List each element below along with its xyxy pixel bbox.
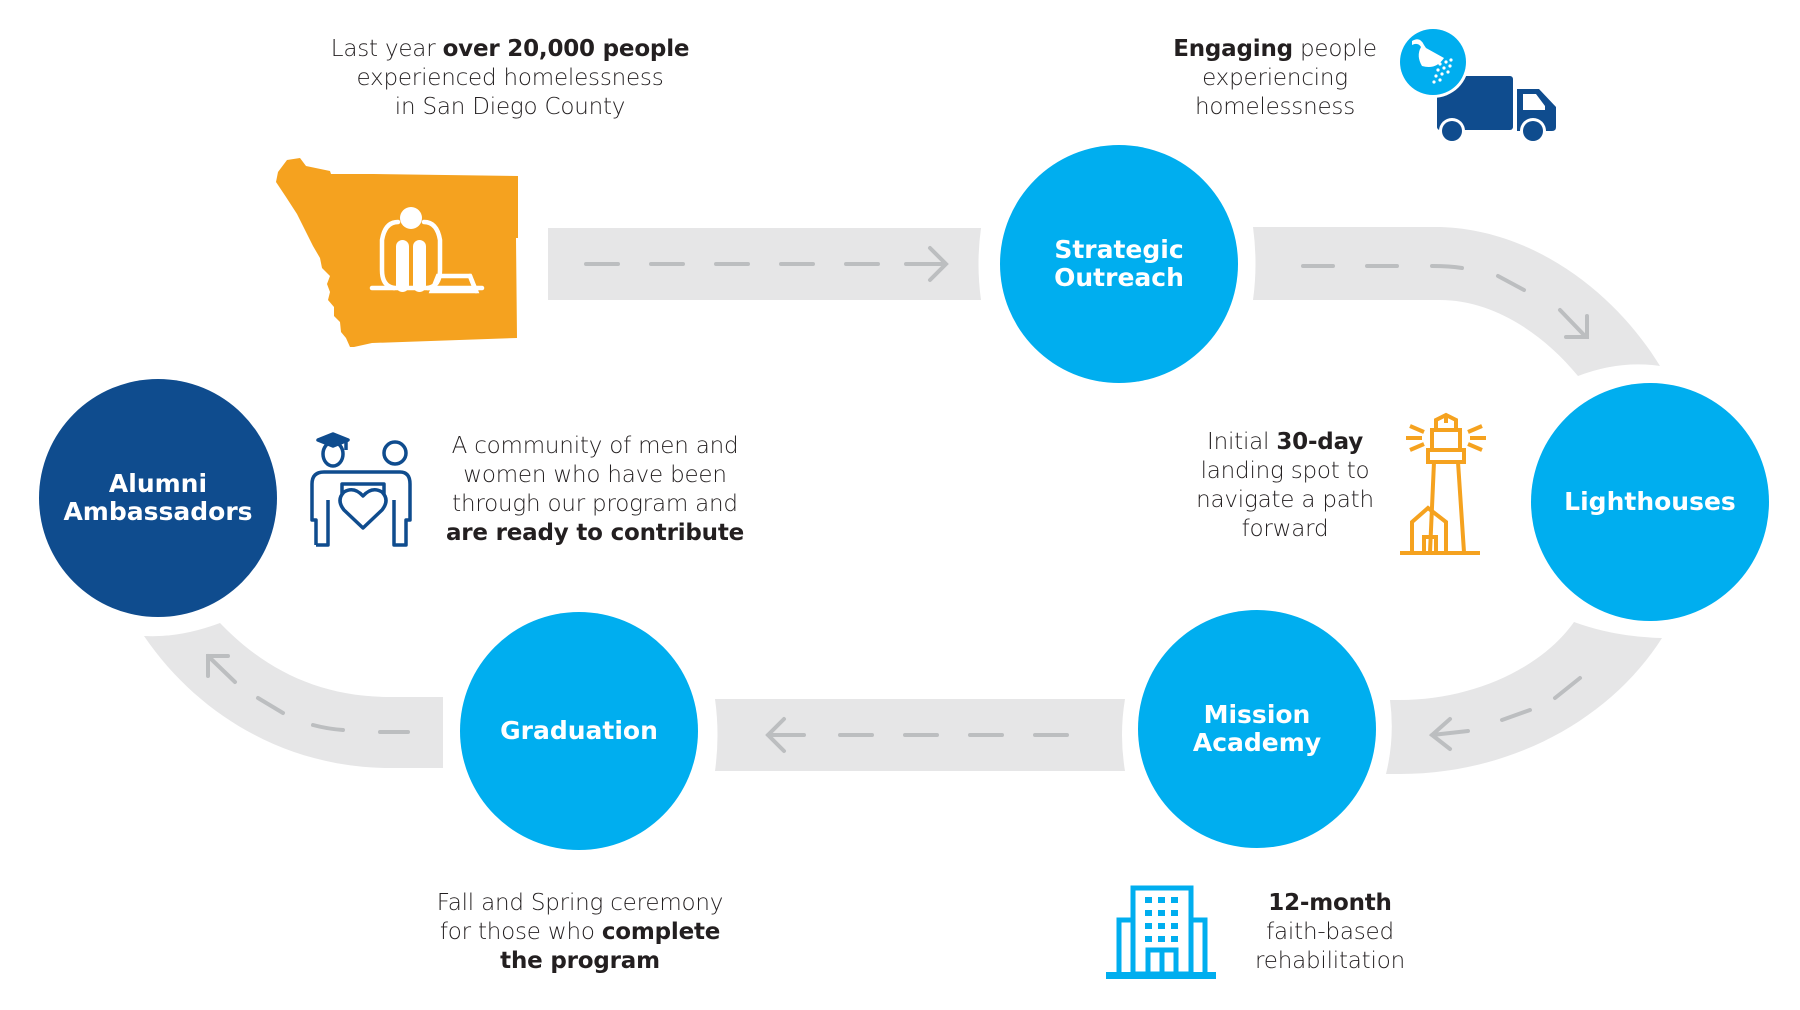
caption-bold-text: complete [601, 919, 721, 945]
caption-text: Last year [330, 36, 443, 62]
stage-label-lighthouses[interactable]: Lighthouses [1531, 383, 1769, 621]
stage-circle-lighthouses[interactable] [1531, 383, 1769, 621]
arrow-right-icon [904, 246, 949, 282]
caption-bold-text: over 20,000 people [442, 36, 690, 62]
caption-line: the program [420, 947, 740, 976]
caption-line: 12-month [1230, 889, 1430, 918]
stage-label-line: Outreach [1054, 263, 1184, 292]
stage-label-line: Ambassadors [63, 497, 253, 526]
stage-circle-strategic-outreach[interactable] [1000, 145, 1238, 383]
caption-alumni: A community of men and women who have bee… [430, 432, 760, 548]
caption-line: landing spot to [1170, 457, 1400, 486]
arrow-up-left-icon [206, 654, 237, 684]
road-dashes [206, 246, 1589, 753]
caption-text: landing spot to [1200, 458, 1370, 484]
dash [311, 723, 345, 732]
caption-text: Fall and Spring ceremony [436, 890, 724, 916]
stage-circle-graduation[interactable] [460, 612, 698, 850]
dash [1500, 708, 1532, 722]
caption-text: Initial [1207, 429, 1277, 455]
caption-bold-text: 12-month [1268, 890, 1392, 916]
caption-text: rehabilitation [1255, 948, 1405, 974]
dash [256, 696, 285, 715]
caption-text: faith-based [1266, 919, 1394, 945]
caption-text: forward [1241, 516, 1329, 542]
road-map-to-outreach [548, 228, 981, 300]
caption-line: through our program and [430, 490, 760, 519]
stage-label-line: Strategic [1054, 235, 1184, 264]
caption-line: Last year over 20,000 people [300, 35, 720, 64]
building-icon [1106, 885, 1216, 979]
san-diego-county-map-icon [276, 158, 518, 347]
arrow-down-right-icon [1558, 308, 1589, 339]
stage-circle-alumni-ambassadors[interactable] [39, 379, 277, 617]
caption-line: experienced homelessness [300, 64, 720, 93]
caption-line: A community of men and [430, 432, 760, 461]
dash [1496, 274, 1526, 292]
stage-circle-mission-academy[interactable] [1138, 610, 1376, 848]
stage-label-line: Graduation [500, 716, 658, 745]
stage-label-line: Academy [1192, 728, 1322, 757]
dash [1430, 264, 1464, 270]
caption-line: are ready to contribute [430, 519, 760, 548]
caption-bold-text: Engaging [1173, 36, 1293, 62]
caption-line: in San Diego County [300, 93, 720, 122]
caption-line: forward [1170, 515, 1400, 544]
caption-text: through our program and [452, 491, 738, 517]
caption-line: faith-based [1230, 918, 1430, 947]
caption-line: experiencing [1150, 64, 1400, 93]
road-graduation-to-alumni [144, 623, 443, 768]
caption-bold-text: are ready to contribute [445, 520, 745, 546]
caption-line: homelessness [1150, 93, 1400, 122]
caption-text: people [1292, 36, 1377, 62]
stage-label-graduation[interactable]: Graduation [460, 612, 698, 850]
arrow-left-icon [1428, 717, 1470, 751]
road-lighthouses-to-mission [1386, 622, 1662, 774]
caption-text: experiencing [1202, 65, 1348, 91]
caption-text: in San Diego County [394, 94, 626, 120]
dash [1553, 676, 1582, 700]
caption-text: experienced homelessness [356, 65, 664, 91]
stage-label-line: Alumni [108, 469, 208, 498]
caption-line: rehabilitation [1230, 947, 1430, 976]
caption-bold-text: the program [500, 948, 660, 974]
arrow-left-icon [765, 717, 806, 753]
caption-mission-academy: 12-month faith-based rehabilitation [1230, 889, 1430, 976]
caption-text: homelessness [1194, 94, 1355, 120]
caption-text: A community of men and [451, 433, 739, 459]
shower-truck-icon [1397, 26, 1556, 144]
stage-label-line: Mission [1203, 700, 1311, 729]
caption-text: women who have been [463, 462, 727, 488]
caption-line: Engaging people [1150, 35, 1400, 64]
road-outreach-to-lighthouses [1253, 227, 1660, 376]
caption-text: for those who [439, 919, 602, 945]
caption-line: Fall and Spring ceremony [420, 889, 740, 918]
caption-text: navigate a path [1196, 487, 1374, 513]
stage-label-line: Lighthouses [1564, 487, 1736, 516]
lighthouse-icon [1400, 412, 1486, 555]
caption-line: Initial 30-day [1170, 428, 1400, 457]
caption-bold-text: 30-day [1276, 429, 1363, 455]
caption-line: navigate a path [1170, 486, 1400, 515]
graduates-heart-icon [310, 432, 412, 547]
caption-line: for those who complete [420, 918, 740, 947]
road-segments [144, 227, 1662, 774]
caption-line: women who have been [430, 461, 760, 490]
